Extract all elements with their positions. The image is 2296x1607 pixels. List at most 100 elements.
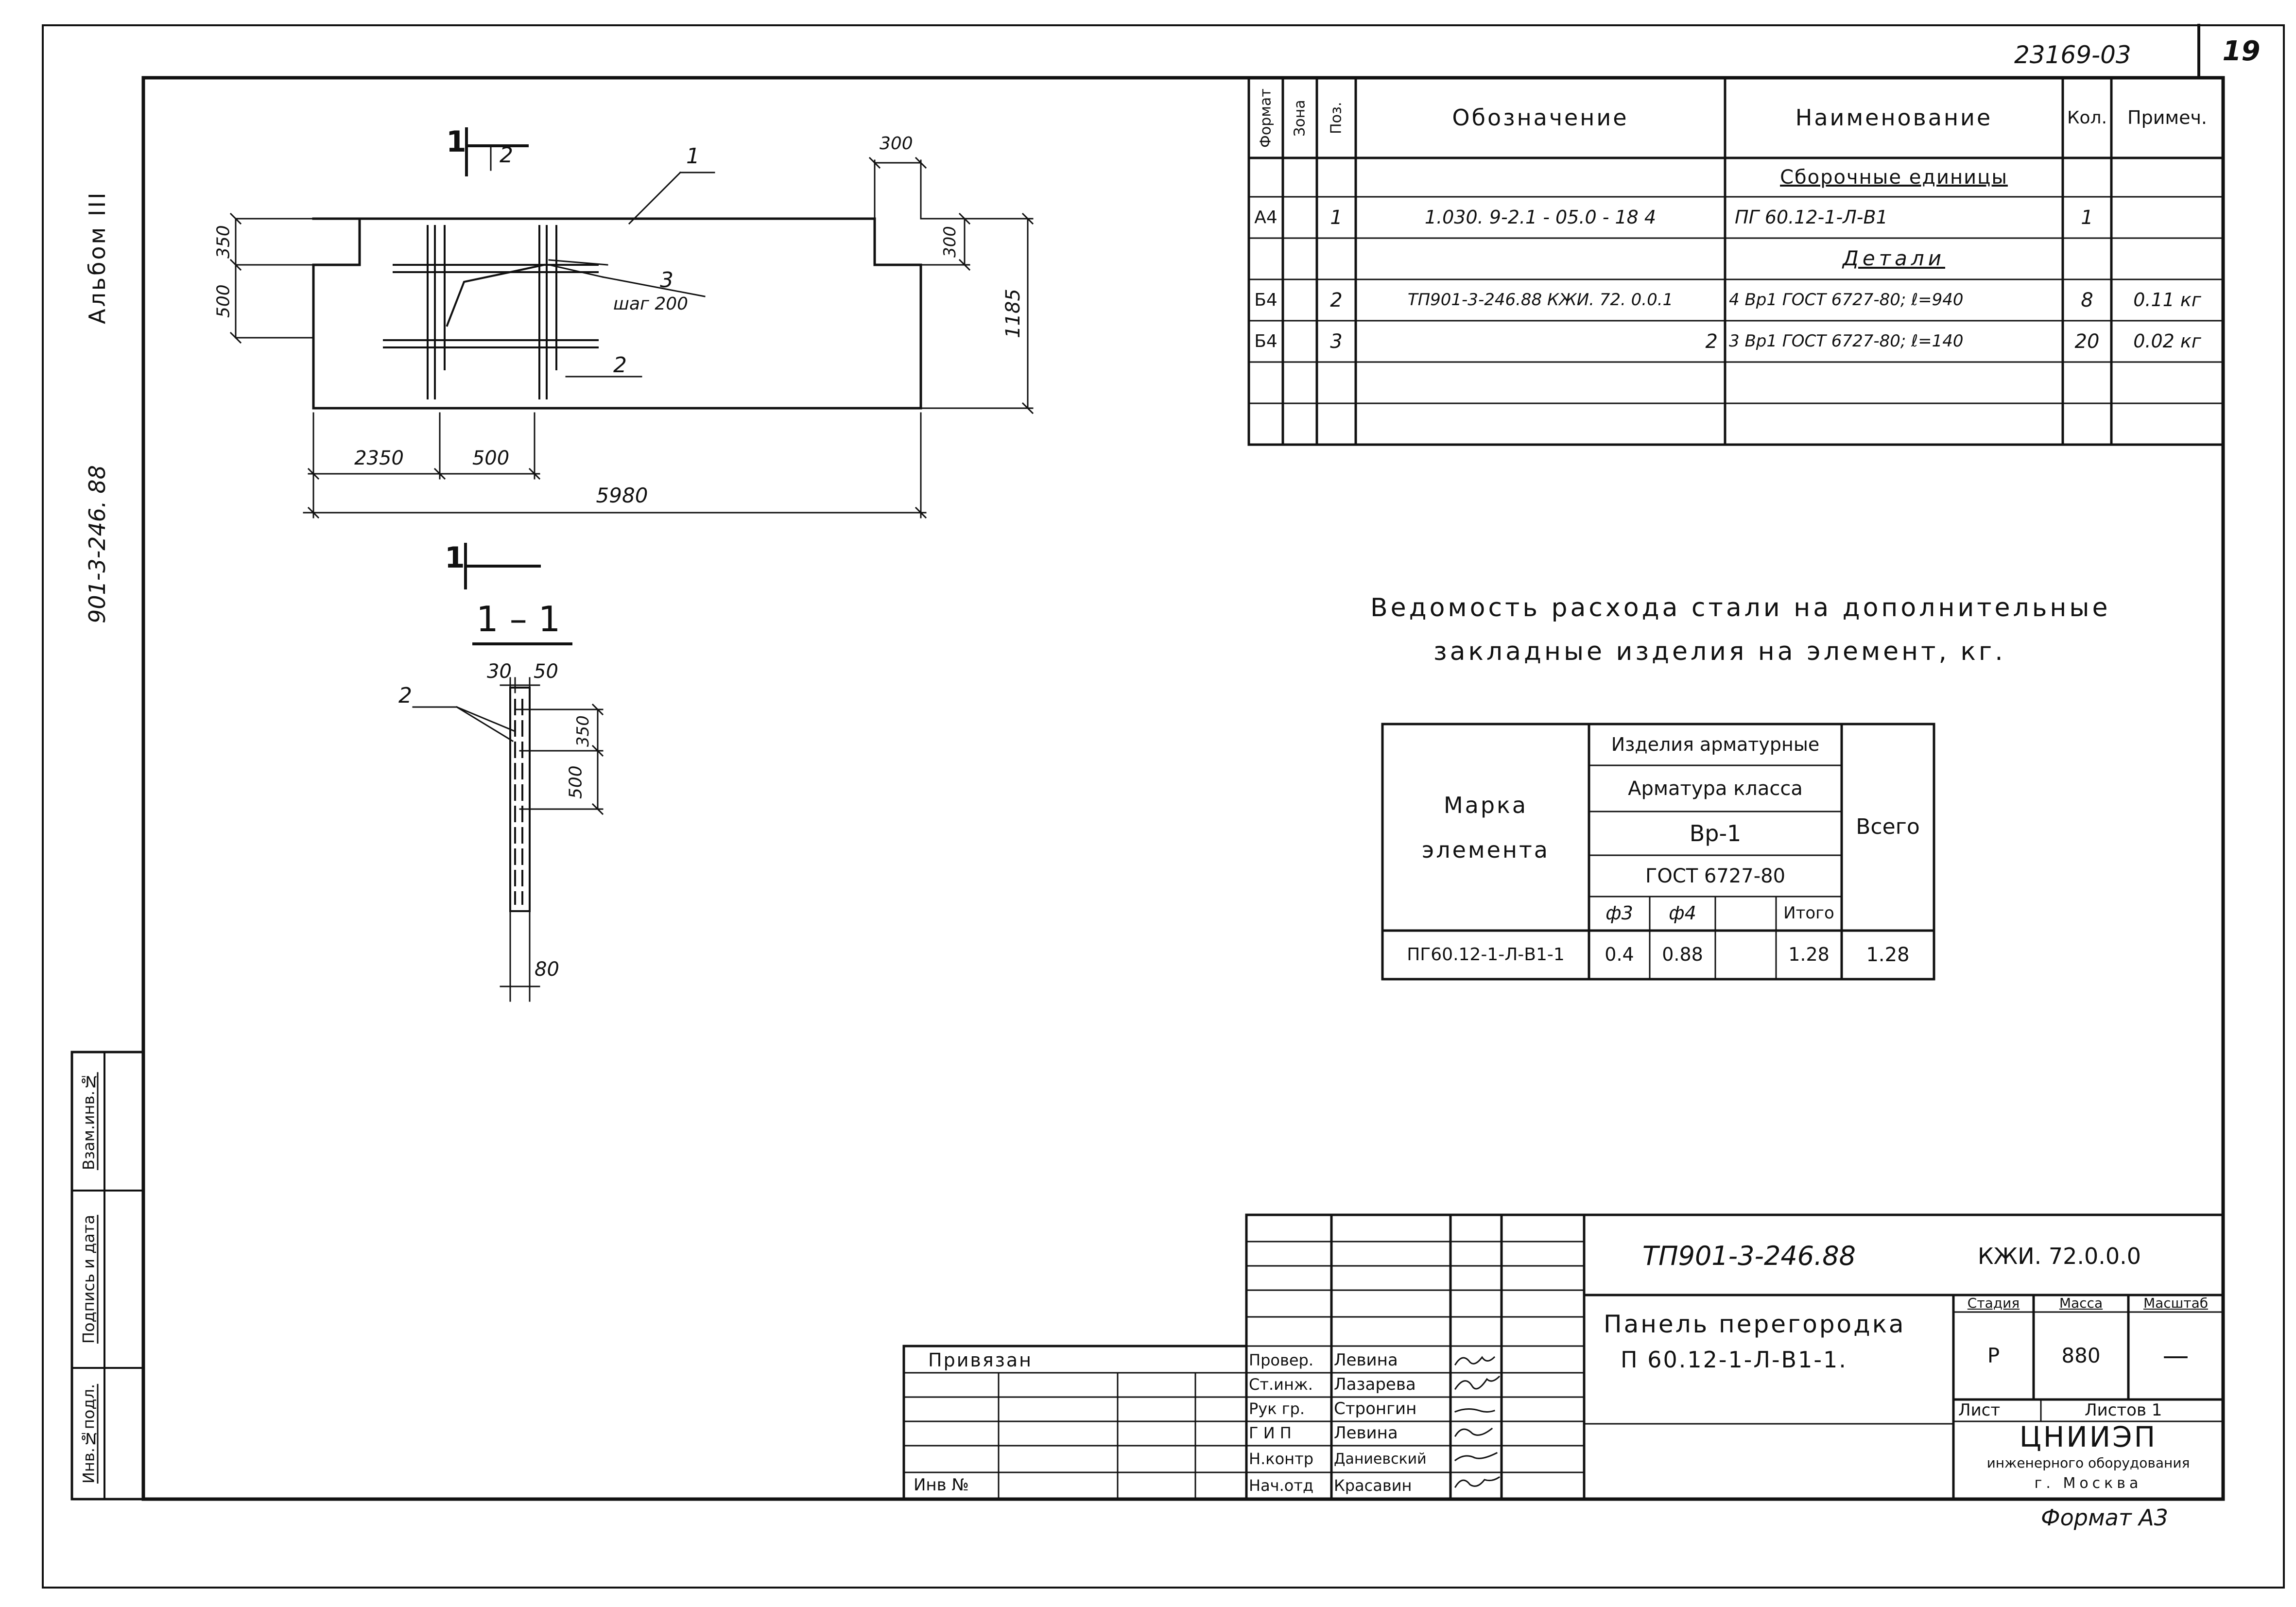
project-code-vertical: 901-3-246. 88 xyxy=(84,465,110,623)
sheet-number: 19 xyxy=(2222,35,2261,67)
steel-sub-itogo: Итого xyxy=(1783,903,1834,923)
tb-role-3: Рук гр. xyxy=(1249,1400,1305,1418)
spec-row1-pos: 1 xyxy=(1330,206,1343,229)
section-dim-80: 80 xyxy=(535,958,559,981)
section-mark-top: 1 xyxy=(446,125,466,159)
spec-header-qty: Кол. xyxy=(2067,107,2107,128)
steel-title-line1: Ведомость расхода стали на дополнительны… xyxy=(1370,593,2111,622)
dim-1185: 1185 xyxy=(1002,289,1024,338)
left-stamp-frame xyxy=(70,1051,145,1501)
spec-header-name: Наименование xyxy=(1795,104,1993,131)
spec-header-designation: Обозначение xyxy=(1452,104,1629,131)
section-pos-2: 2 xyxy=(398,683,412,708)
tb-stage: Р xyxy=(1987,1343,2000,1367)
steel-header-mark: Марка элемента xyxy=(1421,792,1550,863)
steel-row-f3: 0.4 xyxy=(1605,944,1634,966)
dimension-lines xyxy=(229,156,1034,519)
steel-row-itogo: 1.28 xyxy=(1788,944,1830,966)
spec-row1-designation: 1.030. 9-2.1 - 05.0 - 18 4 xyxy=(1424,206,1657,228)
spec-row3-name: 3 Вр1 ГОСТ 6727-80; ℓ=140 xyxy=(1729,331,1964,351)
spec-row1-format: А4 xyxy=(1254,207,1277,227)
spec-row2-pos: 2 xyxy=(1330,289,1343,311)
tb-name-6: Красавин xyxy=(1334,1476,1412,1495)
outer-frame xyxy=(42,24,2285,1589)
stamp-inv-podl: Инв.№подл. xyxy=(79,1383,98,1484)
dim-500-h: 500 xyxy=(472,447,510,469)
spec-row3-format: Б4 xyxy=(1254,331,1277,351)
spec-section-details: Детали xyxy=(1843,246,1945,271)
section-mark-bottom: 1 xyxy=(445,541,465,575)
section-dim-350: 350 xyxy=(573,715,593,747)
spec-row1-qty: 1 xyxy=(2081,206,2093,229)
spec-row3-designation: 2 xyxy=(1705,330,1718,353)
tb-org-city: г. Москва xyxy=(2034,1474,2142,1492)
steel-row-total: 1.28 xyxy=(1866,944,1910,966)
steel-header-gost: ГОСТ 6727-80 xyxy=(1645,864,1786,887)
plan-pos-2-top: 2 xyxy=(500,143,513,168)
tb-name-1: Левина xyxy=(1334,1350,1398,1370)
spec-row3-note: 0.02 кг xyxy=(2133,330,2201,352)
tb-name-line2: П 60.12-1-Л-В1-1. xyxy=(1621,1347,1847,1373)
dim-2350: 2350 xyxy=(354,447,404,469)
tb-hdr-mass: Масса xyxy=(2059,1295,2103,1312)
inner-frame xyxy=(141,76,2225,1501)
section-dim-50: 50 xyxy=(534,660,558,683)
dim-500-v: 500 xyxy=(213,284,234,318)
title-block-grid xyxy=(902,1213,2225,1501)
spec-header-format: Формат xyxy=(1257,88,1275,148)
steel-sub-f4: ф4 xyxy=(1669,902,1696,924)
spec-row2-qty: 8 xyxy=(2081,289,2093,311)
steel-header-group: Изделия арматурные xyxy=(1611,733,1820,755)
tb-project-code: ТП901-3-246.88 xyxy=(1642,1241,1856,1272)
dim-350: 350 xyxy=(213,225,234,259)
tb-hdr-stage: Стадия xyxy=(1967,1295,2020,1312)
section-title: 1 – 1 xyxy=(476,599,561,639)
steel-header-grade: Вр-1 xyxy=(1689,820,1742,847)
steel-row-mark: ПГ60.12-1-Л-В1-1 xyxy=(1407,945,1565,965)
tb-org-subtitle: инженерного оборудования xyxy=(1986,1454,2190,1471)
steel-sub-f3: ф3 xyxy=(1605,902,1633,924)
spec-header-pos: Поз. xyxy=(1328,102,1345,135)
tb-org-name: ЦНИИЭП xyxy=(2019,1420,2158,1454)
dim-300-top: 300 xyxy=(880,134,913,154)
signatures xyxy=(1454,1356,1501,1488)
tb-sheets-label: Листов 1 xyxy=(2085,1400,2162,1420)
spec-row2-format: Б4 xyxy=(1254,290,1277,310)
spec-row2-designation: ТП901-3-246.88 КЖИ. 72. 0.0.1 xyxy=(1407,290,1674,310)
spec-row3-pos: 3 xyxy=(1330,330,1343,353)
tb-inv: Инв № xyxy=(914,1475,969,1495)
plan-pos-2-bottom: 2 xyxy=(613,353,627,378)
tb-role-6: Нач.отд xyxy=(1249,1476,1314,1495)
steel-table-grid xyxy=(1381,723,1935,981)
tb-name-line1: Панель перегородка xyxy=(1604,1310,1906,1338)
steel-header-class: Арматура класса xyxy=(1628,777,1803,800)
album-label: Альбом III xyxy=(84,190,110,325)
spec-row2-name: 4 Вр1 ГОСТ 6727-80; ℓ=940 xyxy=(1729,290,1964,310)
tb-role-2: Ст.инж. xyxy=(1249,1375,1313,1394)
plan-pos-1: 1 xyxy=(686,144,700,169)
tb-name-4: Левина xyxy=(1334,1423,1398,1443)
spec-row2-note: 0.11 кг xyxy=(2133,289,2201,311)
steel-row-f4: 0.88 xyxy=(1662,944,1703,966)
tb-bound: Привязан xyxy=(928,1349,1033,1371)
tb-mass: 880 xyxy=(2061,1343,2101,1367)
dim-5980: 5980 xyxy=(596,484,648,508)
panel-plan xyxy=(312,217,922,410)
tb-role-5: Н.контр xyxy=(1249,1449,1314,1468)
stamp-signature-date: Подпись и дата xyxy=(79,1214,98,1344)
tb-doc-code: КЖИ. 72.0.0.0 xyxy=(1978,1243,2141,1269)
rebar-mesh xyxy=(383,225,599,399)
steel-title-line2: закладные изделия на элемент, кг. xyxy=(1433,637,2006,666)
stamp-vzam-inv: Взам.инв.№ xyxy=(79,1072,98,1171)
section-dim-500: 500 xyxy=(566,765,586,799)
spec-header-zone: Зона xyxy=(1291,100,1309,137)
section-view xyxy=(412,677,604,1002)
tb-name-3: Стронгин xyxy=(1334,1399,1417,1419)
doc-number: 23169-03 xyxy=(2014,41,2131,69)
tb-scale: — xyxy=(2162,1340,2189,1371)
steel-header-total: Всего xyxy=(1856,814,1920,840)
tb-role-1: Провер. xyxy=(1249,1351,1313,1370)
tb-name-5: Даниевский xyxy=(1334,1451,1427,1468)
